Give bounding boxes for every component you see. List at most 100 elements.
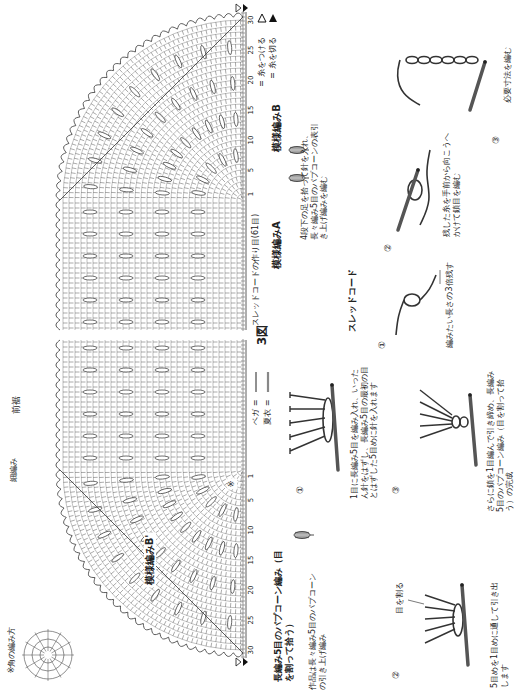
popcorn-stitch: [205, 162, 218, 175]
popcorn-stitch: [209, 80, 216, 95]
chart-label: 10: [247, 136, 255, 145]
chart-label: 30: [247, 16, 255, 25]
chart-label: 細編み: [9, 458, 19, 482]
popcorn-stitch: [191, 434, 205, 438]
chart-stroke: [310, 535, 314, 536]
chart-label: 5: [247, 498, 255, 502]
popcorn-stitch: [83, 320, 97, 324]
popcorn-stitch: [170, 148, 184, 159]
popcorn-stitch: [155, 298, 169, 302]
stitch-drawing: [425, 595, 455, 605]
chart-label: ②: [383, 244, 394, 252]
popcorn-stitch: [83, 232, 97, 236]
chart-stroke: [48, 659, 49, 681]
popcorn-stitch: [155, 390, 169, 394]
chart-label: 前裾: [11, 396, 22, 414]
chart-label: 1目に長編み5目を編み入れ、いったん針をはずし、長編み5目の最初の目とはずした5…: [350, 365, 379, 499]
popcorn-stitch: [233, 544, 238, 558]
yarn: [420, 275, 436, 300]
chart-stroke: [35, 632, 46, 651]
popcorn-stitch: [191, 368, 205, 372]
yarn: [396, 300, 404, 335]
popcorn-stitch: [119, 210, 133, 214]
stitch-drawing: [290, 436, 325, 454]
legend-line-sample: [256, 372, 257, 392]
popcorn-stitch: [233, 148, 239, 162]
popcorn-stitch: [170, 511, 184, 522]
row-lines: [63, 340, 243, 650]
yarn-loop: [406, 57, 418, 64]
popcorn-stitch: [191, 390, 205, 394]
chart-label: 15: [247, 556, 255, 565]
popcorn-stitch: [119, 254, 133, 258]
popcorn-stitch: [170, 559, 181, 573]
upper-chart: [56, 4, 248, 330]
yarn: [420, 150, 430, 225]
popcorn-stitch: [111, 107, 125, 118]
popcorn-stitch: [230, 579, 235, 593]
popcorn-stitch: [189, 569, 199, 583]
legend-text: = 糸を切る: [268, 37, 278, 78]
popcorn-stitch: [119, 187, 133, 192]
chart-stroke: [50, 658, 61, 677]
popcorn-stitch: [218, 114, 225, 129]
popcorn-stitch: [123, 497, 138, 504]
popcorn-stitch: [191, 210, 205, 214]
yarn: [398, 60, 420, 105]
legend-text: = 糸をつける: [257, 37, 267, 86]
yarn-loop: [454, 57, 466, 64]
popcorn-stitch: [83, 346, 97, 350]
yarn-loop: [323, 398, 333, 442]
popcorn-stitch: [227, 615, 232, 629]
popcorn-stitch: [191, 127, 202, 141]
popcorn-stitch: [196, 485, 210, 495]
leader-line: [408, 600, 424, 604]
chart-stroke: [295, 537, 309, 538]
popcorn-stitch: [233, 507, 239, 521]
popcorn-stitch: [119, 478, 133, 483]
chart-label: 5目めを1目めに通して引き出します: [490, 576, 509, 688]
chart-label: 15: [247, 106, 255, 115]
popcorn-symbol: [294, 532, 314, 539]
popcorn-stitch: [191, 529, 202, 543]
legend-text: 夏衣 =: [263, 399, 273, 424]
popcorn-stitch: [83, 481, 97, 486]
chart-label: 1: [247, 192, 255, 196]
chart-stroke: [51, 642, 70, 653]
popcorn-stitch: [189, 87, 199, 101]
crochet-hook: [462, 585, 468, 665]
popcorn-stitch: [227, 40, 232, 54]
popcorn-stitch: [191, 320, 205, 324]
popcorn-stitch: [97, 131, 111, 141]
chart-stroke: [295, 533, 309, 534]
leader-line: [440, 270, 441, 284]
chart-label: スレッドコードの作り目(61目): [251, 214, 261, 326]
popcorn-stitch: [140, 127, 154, 138]
corner-diagram: [22, 629, 74, 681]
chart-label: 5: [247, 168, 255, 172]
legend-text: ベガ =: [251, 399, 261, 424]
popcorn-stitch: [157, 175, 172, 182]
popcorn-stitch: [170, 97, 181, 111]
popcorn-stitch: [191, 254, 205, 258]
popcorn-stitch: [83, 184, 97, 189]
chart-stroke: [25, 657, 44, 668]
popcorn-stitch: [83, 368, 97, 372]
stitch-drawing: [425, 623, 455, 631]
chart-stroke: [22, 655, 44, 656]
chart-label: 25: [247, 616, 255, 625]
crochet-hook: [470, 395, 476, 465]
popcorn-stitch: [155, 474, 169, 479]
yarn-join-mark: [236, 4, 241, 12]
popcorn-stitch: [128, 85, 141, 98]
popcorn-stitch: [155, 190, 169, 195]
chart-label: 残した糸を手前から向こうへかけて鎖目を編む: [442, 133, 461, 237]
popcorn-stitch: [209, 576, 216, 591]
popcorn-stitch: [200, 45, 207, 60]
popcorn-stitch: [191, 276, 205, 280]
popcorn-stitch: [155, 276, 169, 280]
popcorn-stitch: [218, 153, 228, 167]
popcorn-stitch: [155, 456, 169, 460]
yarn-cut-mark: [243, 4, 248, 12]
